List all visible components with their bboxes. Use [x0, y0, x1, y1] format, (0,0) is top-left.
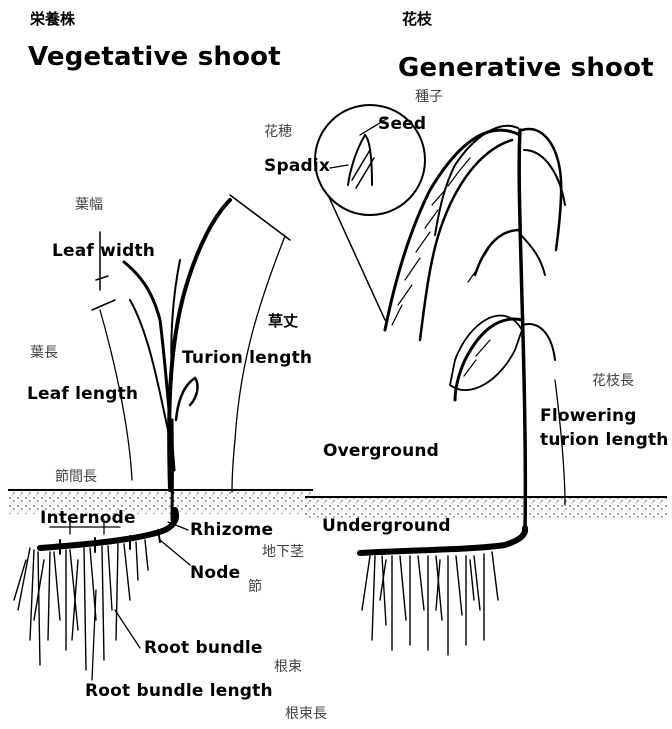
leaf-width-label-jp: 葉幅	[75, 198, 103, 212]
overground-label: Overground	[323, 443, 439, 460]
root-bundle-label-jp: 根束	[274, 660, 302, 674]
leaf-length-label-jp: 葉長	[30, 346, 58, 360]
leaf-length-label: Leaf length	[27, 386, 138, 403]
root-bundle-label: Root bundle	[144, 640, 263, 657]
turion-length-label: Turion length	[182, 350, 312, 367]
seed-label-jp: 種子	[415, 90, 443, 104]
root-bundle-length-label: Root bundle length	[85, 683, 273, 700]
flowering-label-line1: Flowering	[540, 408, 637, 425]
leaf-width-label: Leaf width	[52, 243, 155, 260]
generative-title-jp: 花枝	[402, 12, 432, 27]
rhizome-label: Rhizome	[190, 522, 273, 539]
generative-title: Generative shoot	[398, 55, 654, 81]
vegetative-title: Vegetative shoot	[28, 44, 281, 70]
generative-plant	[315, 105, 565, 655]
underground-label: Underground	[322, 518, 451, 535]
turion-length-label-jp: 草丈	[268, 314, 298, 329]
spadix-label-jp: 花穂	[264, 125, 292, 139]
node-label: Node	[190, 565, 240, 582]
spadix-label: Spadix	[264, 158, 330, 175]
vegetative-plant	[14, 195, 290, 680]
vegetative-title-jp: 栄養株	[30, 12, 75, 27]
internode-label-jp: 節間長	[55, 470, 97, 484]
node-label-jp: 節	[248, 580, 262, 594]
internode-label: Internode	[40, 510, 136, 527]
rhizome-label-jp: 地下茎	[262, 545, 304, 559]
flowering-length-label-jp: 花枝長	[592, 374, 634, 388]
seed-label: Seed	[378, 116, 426, 133]
flowering-label-line2: turion length	[540, 432, 669, 449]
root-bundle-length-label-jp: 根束長	[285, 707, 327, 721]
